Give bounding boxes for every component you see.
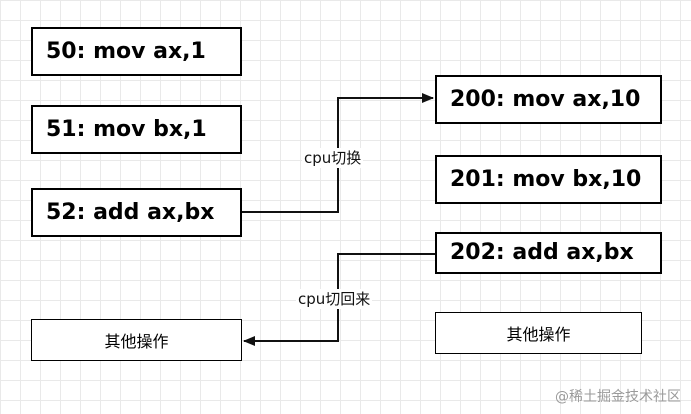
cpu-switch-label: cpu切换 bbox=[302, 148, 364, 168]
instruction-52-box: 52: add ax,bx bbox=[31, 188, 242, 237]
right-other-operations-box: 其他操作 bbox=[435, 312, 642, 354]
watermark: @稀土掘金技术社区 bbox=[555, 389, 681, 405]
cpu-switch-back-label: cpu切回来 bbox=[296, 289, 373, 309]
left-other-operations-box: 其他操作 bbox=[31, 319, 242, 361]
instruction-51-box: 51: mov bx,1 bbox=[31, 105, 242, 154]
instruction-201-box: 201: mov bx,10 bbox=[435, 155, 662, 204]
instruction-200-box: 200: mov ax,10 bbox=[435, 75, 662, 124]
instruction-202-box: 202: add ax,bx bbox=[435, 232, 662, 274]
instruction-50-box: 50: mov ax,1 bbox=[31, 27, 242, 76]
